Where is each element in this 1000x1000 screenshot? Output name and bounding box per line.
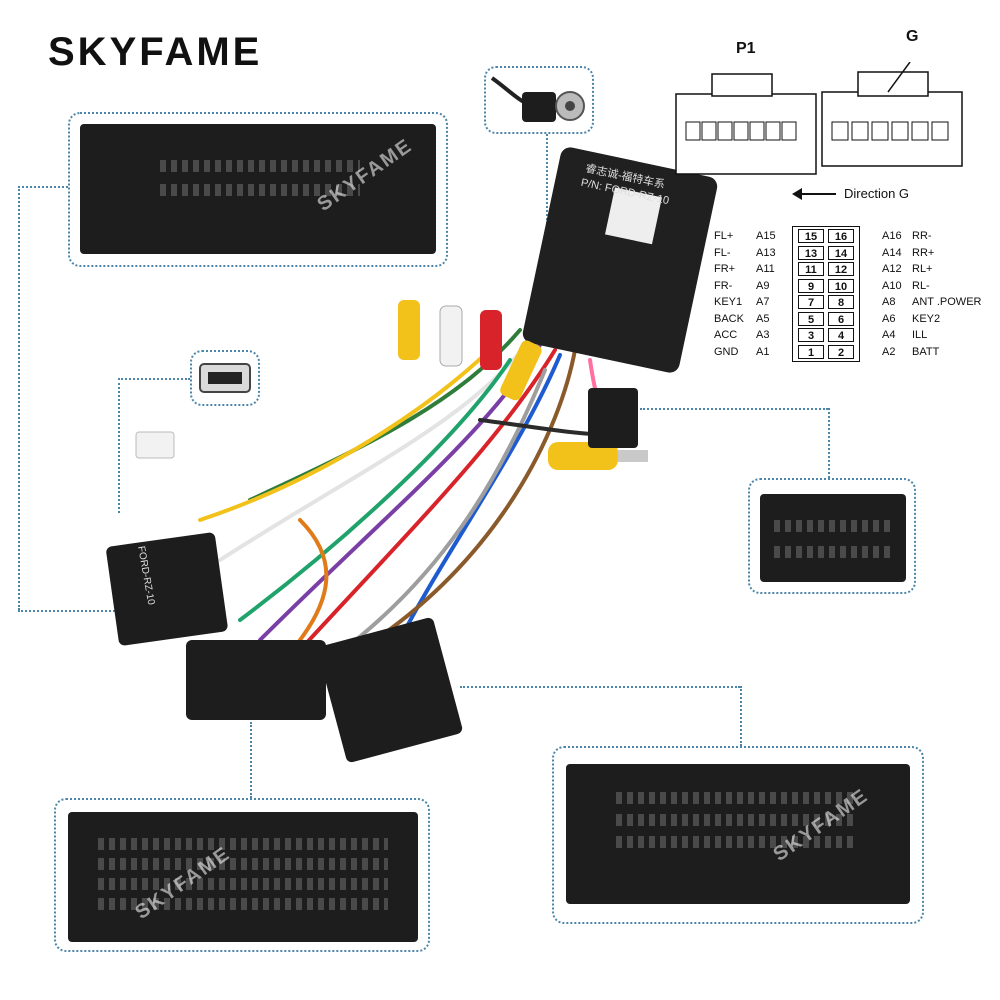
leader-line bbox=[18, 186, 20, 610]
pin-right-number: 6 bbox=[828, 311, 854, 326]
connector-top: SKYFAME bbox=[80, 124, 436, 254]
connector-bottom-right: SKYFAME bbox=[566, 764, 910, 904]
p1-label: P1 bbox=[736, 40, 756, 57]
watermark: SKYFAME bbox=[313, 134, 417, 216]
pin-left-number: 11 bbox=[798, 262, 824, 276]
pin-left-name: GND bbox=[714, 345, 739, 358]
pin-right-name: RR- bbox=[912, 230, 932, 242]
pin-right-code: A12 bbox=[882, 263, 902, 275]
pin-left-name: FL- bbox=[714, 246, 731, 259]
pin-right-name: ANT .POWER bbox=[912, 296, 982, 308]
pin-right-name: RR+ bbox=[912, 246, 935, 259]
direction-label: Direction G bbox=[844, 186, 910, 201]
pin-right-code: A2 bbox=[882, 345, 896, 358]
g-connector-drawing bbox=[821, 62, 963, 167]
inset-bottom-left-connector: SKYFAME bbox=[54, 798, 430, 952]
pin-left-code: A7 bbox=[756, 296, 770, 308]
pin-left-code: A1 bbox=[756, 345, 770, 358]
leader-line bbox=[828, 408, 830, 478]
pin-right-number: 2 bbox=[828, 344, 854, 359]
pin-right-code: A10 bbox=[882, 279, 902, 292]
pin-left-number: 13 bbox=[798, 245, 824, 260]
pin-right-code: A16 bbox=[882, 230, 902, 242]
pin-right-number: 16 bbox=[828, 229, 854, 243]
pinout-body bbox=[792, 226, 860, 362]
leader-line bbox=[546, 134, 548, 260]
leader-line bbox=[118, 378, 190, 380]
pin-left-code: A3 bbox=[756, 329, 770, 341]
g-label: G bbox=[906, 28, 919, 45]
antenna-plug-icon bbox=[490, 76, 585, 122]
usb-port-icon bbox=[199, 363, 251, 393]
pin-right-number: 12 bbox=[828, 262, 854, 276]
pin-right-code: A4 bbox=[882, 329, 896, 341]
pin-left-name: BACK bbox=[714, 312, 744, 325]
inset-antenna bbox=[484, 66, 594, 134]
pin-left-name: KEY1 bbox=[714, 296, 743, 308]
inset-right-connector bbox=[748, 478, 916, 594]
pin-right-name: BATT bbox=[912, 345, 940, 358]
leader-line bbox=[640, 408, 828, 410]
connector-bottom-left: SKYFAME bbox=[68, 812, 418, 942]
inset-bottom-right-connector: SKYFAME bbox=[552, 746, 924, 924]
brand-logo: SKYFAME bbox=[48, 30, 263, 74]
leader-line bbox=[460, 686, 740, 688]
inset-usb-port bbox=[190, 350, 260, 406]
leader-line bbox=[250, 722, 252, 798]
pin-right-name: ILL bbox=[912, 329, 928, 341]
pin-right-name: RL- bbox=[912, 279, 930, 292]
p1-connector-drawing bbox=[675, 73, 817, 175]
pin-left-code: A13 bbox=[756, 246, 776, 259]
pin-right-code: A8 bbox=[882, 296, 896, 308]
inset-top-connector: SKYFAME bbox=[68, 112, 448, 267]
pin-left-number: 3 bbox=[798, 328, 824, 342]
pin-left-number: 5 bbox=[798, 311, 824, 326]
pin-left-number: 15 bbox=[798, 229, 824, 243]
pin-right-name: RL+ bbox=[912, 263, 933, 275]
pin-right-name: KEY2 bbox=[912, 312, 941, 325]
pin-left-number: 7 bbox=[798, 295, 824, 309]
pin-left-code: A9 bbox=[756, 279, 770, 292]
pin-right-number: 14 bbox=[828, 245, 854, 260]
connector-sticker: FORD-RZ-10 bbox=[135, 545, 157, 606]
leader-line bbox=[118, 378, 120, 513]
pin-right-code: A6 bbox=[882, 312, 896, 325]
pin-right-number: 4 bbox=[828, 328, 854, 342]
pin-left-code: A11 bbox=[756, 263, 775, 275]
pin-left-name: FR+ bbox=[714, 263, 736, 275]
pin-left-name: FL+ bbox=[714, 230, 734, 242]
pin-left-code: A5 bbox=[756, 312, 770, 325]
pin-right-number: 10 bbox=[828, 278, 854, 293]
pin-left-code: A15 bbox=[756, 230, 776, 242]
pin-left-name: ACC bbox=[714, 329, 738, 341]
leader-line bbox=[740, 686, 742, 746]
leader-line bbox=[18, 610, 118, 612]
pin-right-number: 8 bbox=[828, 295, 854, 309]
pin-left-number: 9 bbox=[798, 278, 824, 293]
connector-right bbox=[760, 494, 906, 582]
pin-left-number: 1 bbox=[798, 344, 824, 359]
leader-line bbox=[18, 186, 68, 188]
direction-arrow-icon bbox=[792, 188, 836, 200]
pin-right-code: A14 bbox=[882, 246, 902, 259]
pin-left-name: FR- bbox=[714, 279, 733, 292]
